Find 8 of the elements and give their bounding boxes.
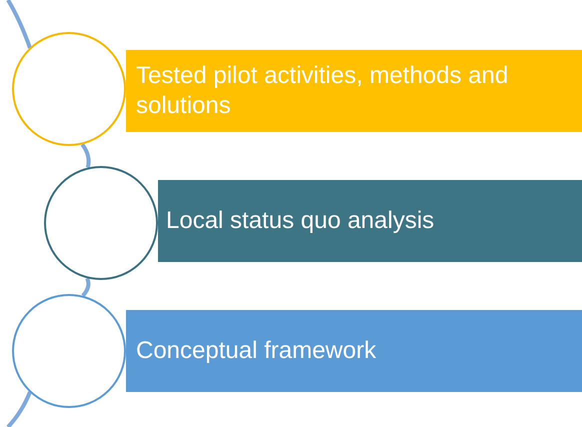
bar-text: Local status quo analysis	[166, 206, 434, 236]
connector-line	[80, 143, 91, 168]
list-bar	[126, 310, 582, 392]
connector-line	[81, 278, 90, 298]
list-bar	[126, 50, 582, 132]
list-bar	[158, 180, 582, 262]
bar-text: Conceptual framework	[136, 336, 376, 366]
bar-text: Tested pilot activities, methods and solutions	[136, 61, 510, 121]
